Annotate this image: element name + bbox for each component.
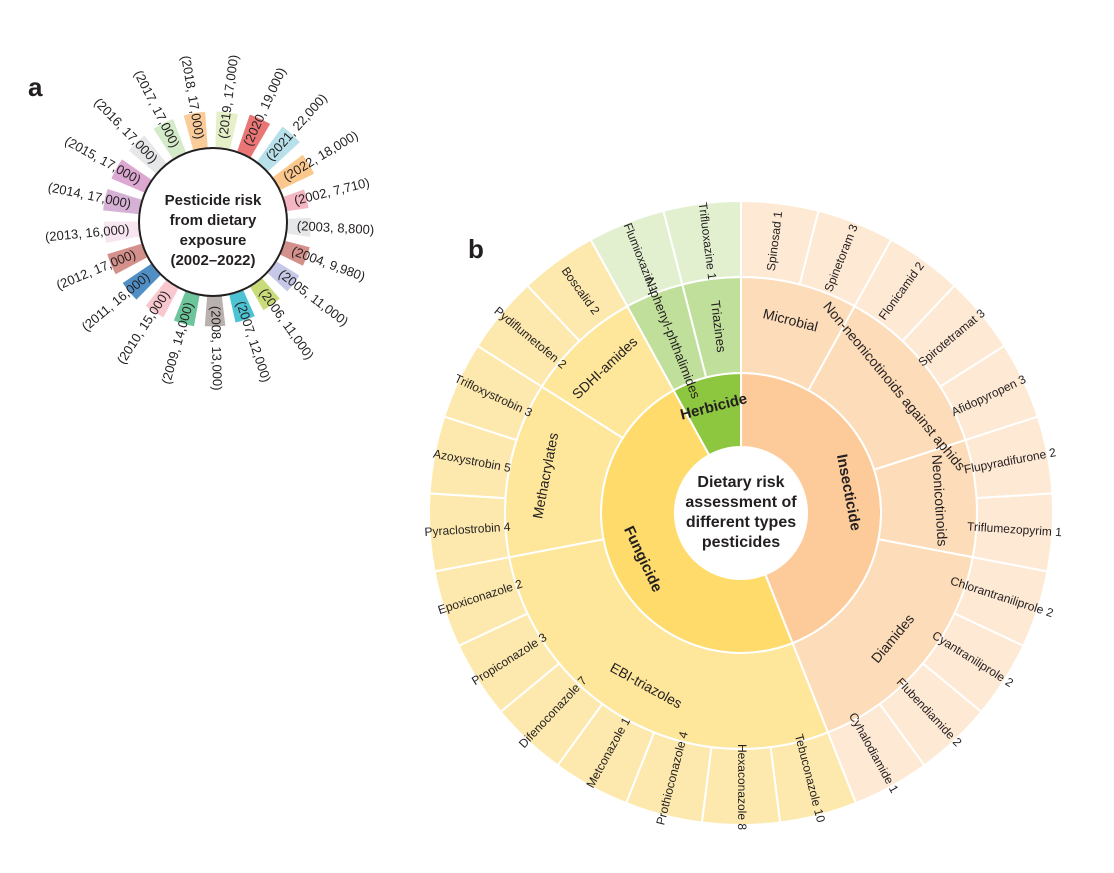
panel-b-title-line-3: different types: [686, 514, 796, 531]
bar-mark-2008: [204, 296, 226, 327]
bar-mark-2002: [283, 189, 309, 212]
bar-mark-2015: [111, 159, 152, 193]
sunburst-center: [675, 447, 807, 579]
bar-mark-2017: [153, 118, 186, 159]
bar-mark-2007: [229, 290, 255, 323]
bar-mark-2010: [145, 280, 179, 318]
panel-a-radial-bar-chart: a (2002, 7,710)(2003, 8,800)(2004, 9,980…: [28, 54, 375, 391]
panel-b-center-title: Dietary risk assessment of different typ…: [685, 474, 797, 551]
bar-label-2003: (2003, 8,800): [297, 218, 375, 237]
sunburst-segments: [428, 199, 1054, 826]
sunburst-item-trifluoxazine: [662, 199, 742, 286]
class-label-triazines: Triazines: [708, 299, 729, 353]
item-label-pyraclostrobin: Pyraclostrobin 4: [424, 520, 511, 539]
bar-mark-2006: [250, 278, 280, 311]
radial-bar-2013: (2013, 16,000): [44, 221, 140, 244]
panel-a-title-line-1: Pesticide risk: [165, 192, 262, 209]
bar-mark-2014: [103, 189, 142, 215]
panel-b-label: b: [468, 234, 484, 264]
panel-b-title-line-2: assessment of: [685, 494, 797, 511]
bar-label-2019: (2019, 17,000): [215, 54, 241, 140]
bar-label-2018: (2018, 17,000): [178, 54, 207, 140]
bar-label-2007: (2007, 12,000): [233, 299, 274, 384]
bar-mark-2011: [122, 264, 161, 300]
panel-a-title-line-2: from dietary: [170, 212, 257, 229]
bar-mark-2020: [237, 114, 271, 158]
bar-label-2002: (2002, 7,710): [292, 175, 371, 208]
bar-mark-2016: [128, 135, 167, 174]
bar-mark-2018: [183, 111, 208, 150]
item-label-hexaconazole: Hexaconazole 8: [735, 744, 749, 830]
radial-bar-2003: (2003, 8,800): [287, 217, 375, 238]
panel-a-label: a: [28, 72, 43, 102]
panel-b-title-line-1: Dietary risk: [697, 474, 784, 491]
panel-b-title-line-4: pesticides: [702, 534, 780, 551]
bar-label-2013: (2013, 16,000): [44, 221, 130, 244]
item-label-triflumezopyrim: Triflumezopyrim 1: [967, 519, 1063, 539]
panel-a-title-line-4: (2002–2022): [170, 252, 255, 269]
radial-bar-2018: (2018, 17,000): [178, 54, 208, 150]
bar-mark-2012: [107, 243, 147, 275]
panel-a-center-circle: [138, 147, 288, 297]
class-label-neonicotinoids: Neonicotinoids: [929, 454, 951, 547]
bar-mark-2022: [273, 154, 315, 190]
bar-label-2008: (2008, 13,000): [208, 306, 225, 391]
bar-label-2014: (2014, 17,000): [47, 179, 133, 211]
radial-bar-2008: (2008, 13,000): [204, 296, 226, 391]
bar-mark-2019: [215, 111, 239, 149]
bar-mark-2005: [267, 261, 300, 292]
bar-mark-2004: [280, 240, 310, 266]
bar-mark-2021: [257, 126, 300, 172]
panel-a-center-title: Pesticide risk from dietary exposure (20…: [165, 192, 262, 269]
panel-a-title-line-3: exposure: [180, 232, 247, 249]
radial-bar-2019: (2019, 17,000): [215, 54, 241, 149]
bar-mark-2013: [103, 221, 140, 243]
bar-mark-2009: [173, 291, 200, 327]
bar-mark-2003: [287, 217, 312, 238]
